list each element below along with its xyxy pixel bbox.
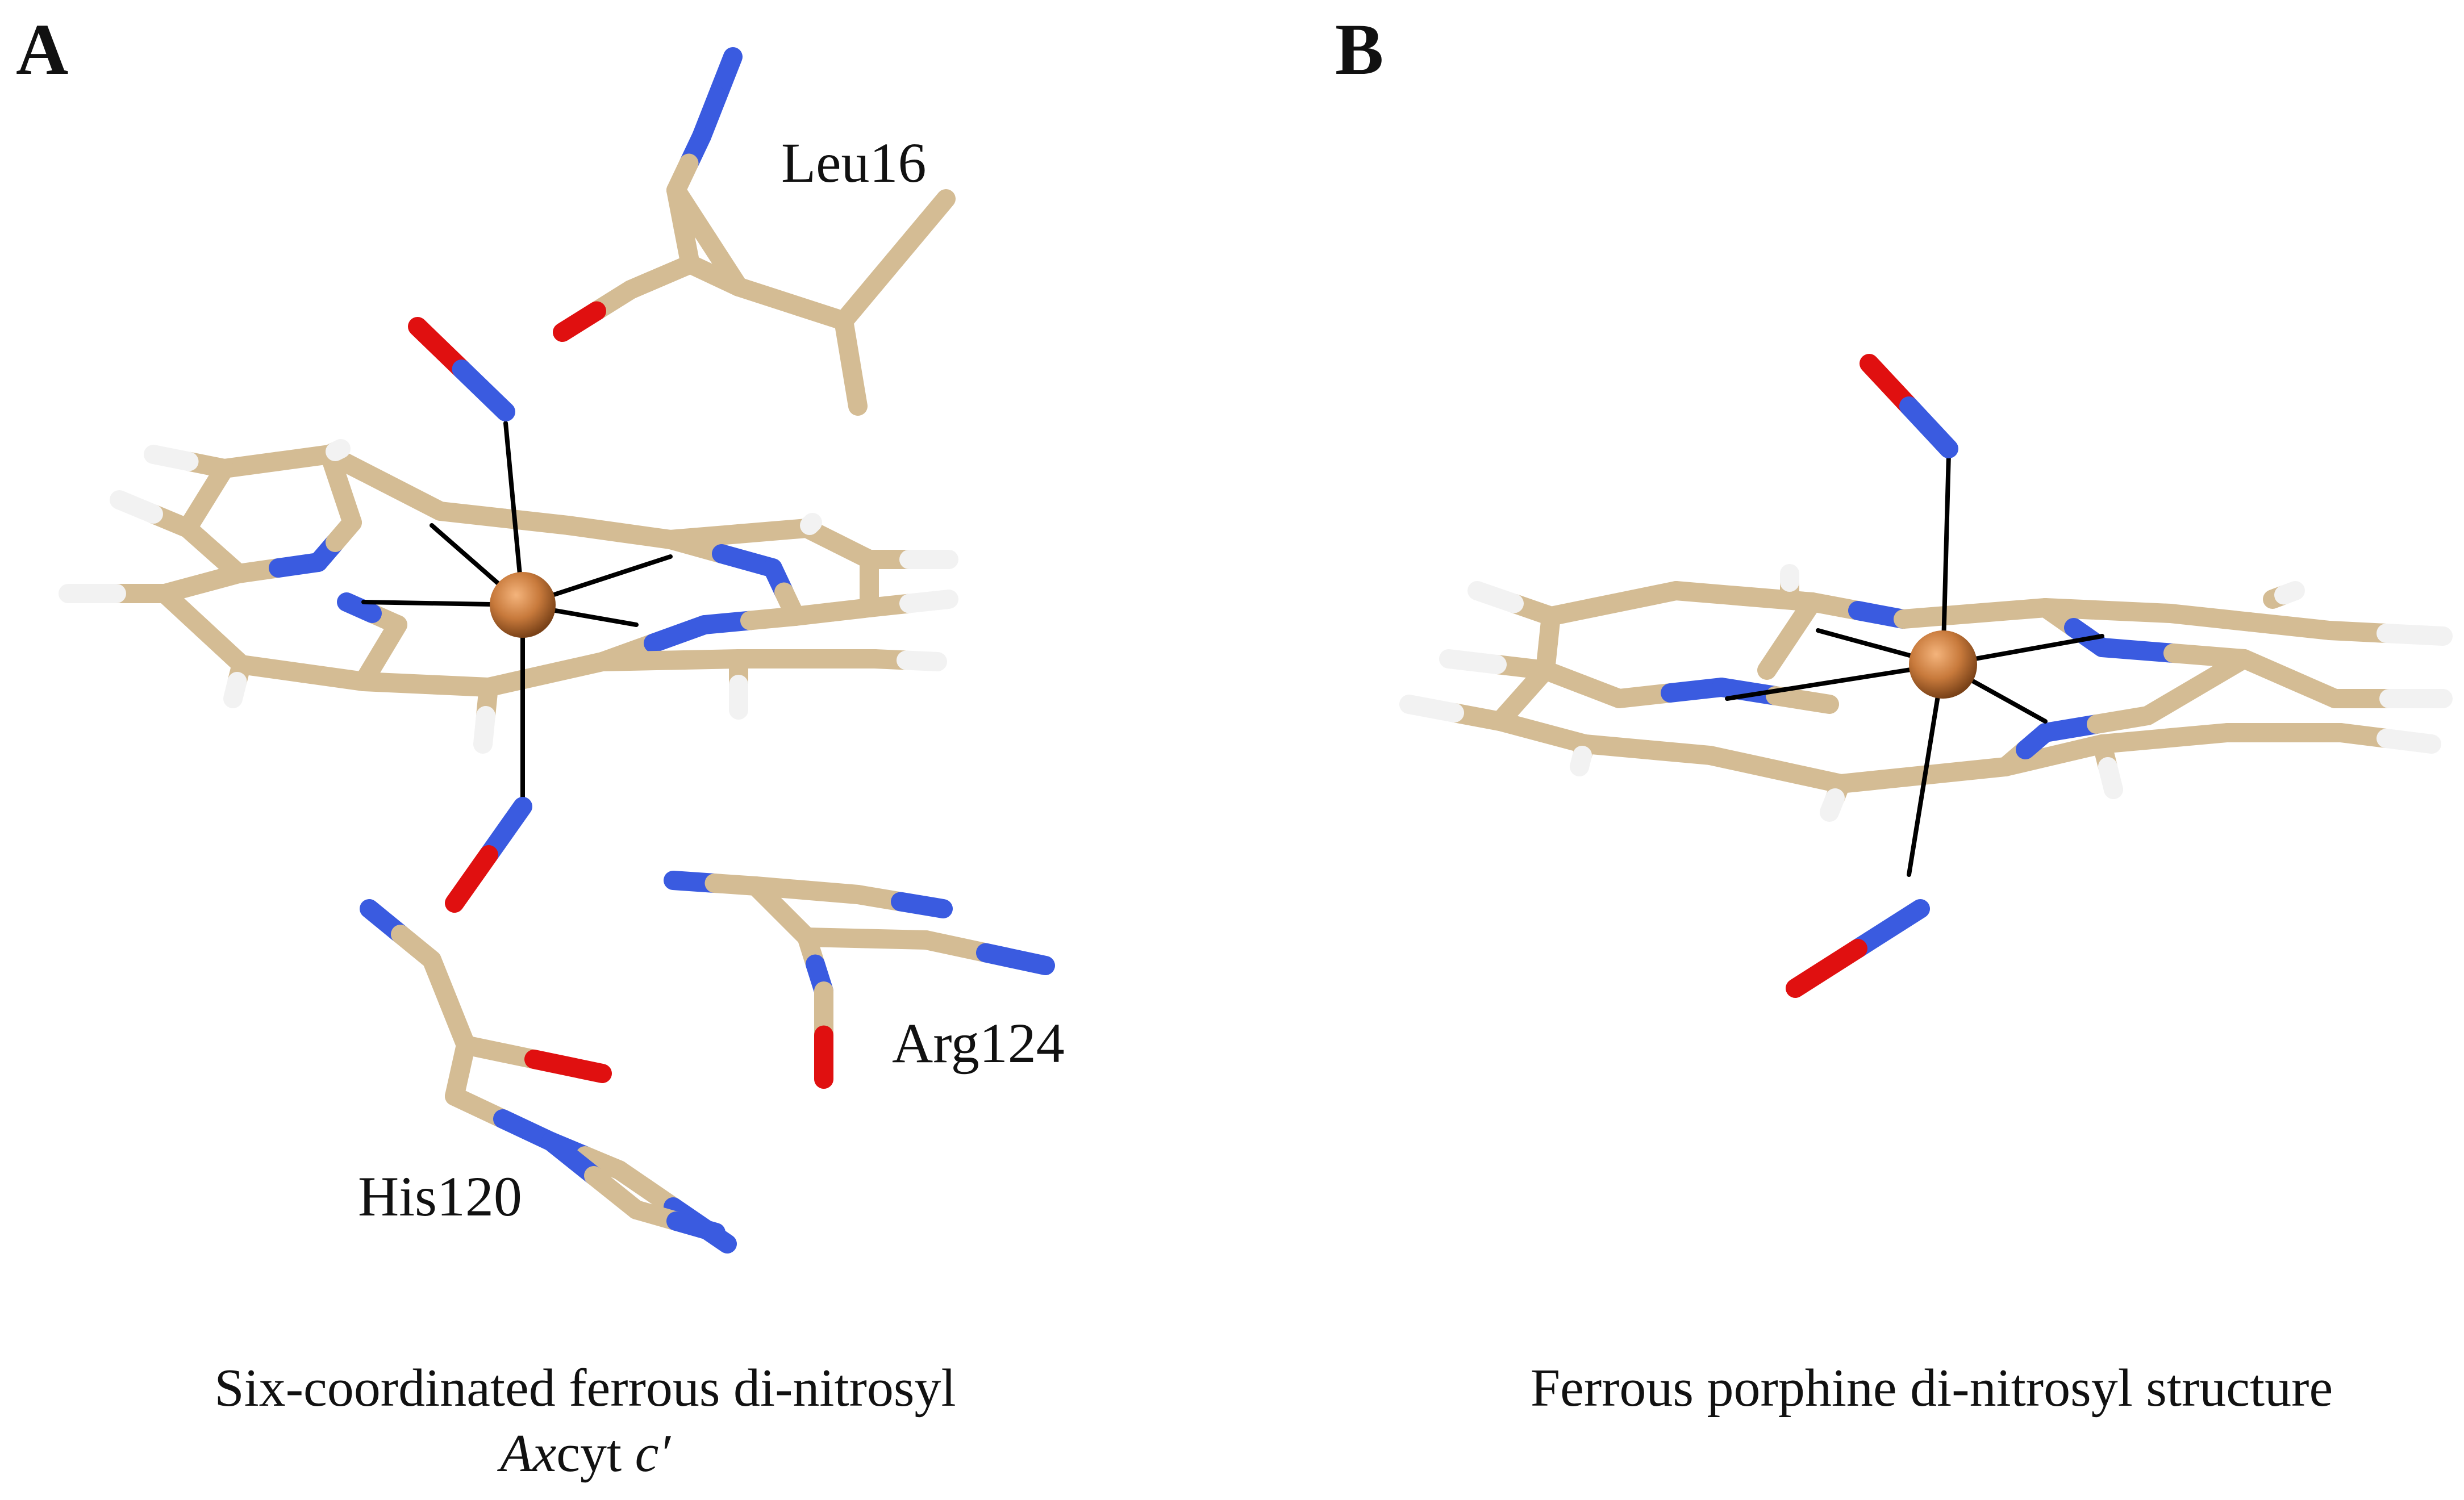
bond-stick <box>2161 604 2259 632</box>
bond-stick <box>1757 626 1799 680</box>
panel-b-molecule <box>1399 354 2453 998</box>
bond-stick <box>2274 581 2305 605</box>
bond-stick <box>729 519 816 544</box>
bond-stick <box>416 675 498 697</box>
coordination-bond <box>1941 452 1951 667</box>
bond-stick <box>1894 604 1984 629</box>
bond-stick <box>536 652 612 684</box>
bond-stick <box>2155 723 2237 748</box>
panel-b-caption: Ferrous porphine di-nitrosyl structure <box>1531 1359 2333 1418</box>
bond-stick <box>1467 581 1524 613</box>
bond-stick <box>1604 581 1686 613</box>
bond-stick <box>1913 757 2015 785</box>
bond-stick <box>2186 649 2254 697</box>
bond-stick <box>1638 740 1720 765</box>
bond-stick <box>1570 746 1592 776</box>
bond-stick <box>1831 766 1933 793</box>
bond-stick <box>293 663 373 691</box>
bond-stick <box>1766 686 1839 714</box>
iron-atom <box>490 572 556 638</box>
bond-stick <box>473 706 495 754</box>
leu16-bond <box>553 301 606 342</box>
arg124-bond <box>976 943 1055 975</box>
bond-stick <box>2377 729 2441 754</box>
bond-stick <box>337 592 382 623</box>
bond-stick <box>2377 624 2453 646</box>
bond-stick <box>899 590 958 613</box>
bond-stick <box>897 650 947 671</box>
no-ligand <box>1786 939 1867 998</box>
no-ligand <box>445 845 498 913</box>
bond-stick <box>1666 581 1754 606</box>
arg124-bond <box>857 929 936 950</box>
arg124-bond <box>891 892 953 918</box>
bond-stick <box>431 502 514 528</box>
bond-stick <box>1399 695 1464 722</box>
coordination-bond <box>1907 662 1945 877</box>
his120-bond <box>666 1211 726 1242</box>
no-ligand <box>479 797 532 864</box>
bond-stick <box>1439 649 1507 674</box>
panel-a-letter: A <box>16 9 68 90</box>
no-ligand <box>1860 354 1919 416</box>
leu16-bond <box>834 250 904 331</box>
bond-stick <box>223 672 247 708</box>
panel-b-letter: B <box>1335 9 1383 90</box>
bond-stick <box>2092 638 2183 663</box>
bond-stick <box>479 665 555 697</box>
no-ligand <box>452 360 515 421</box>
no-ligand <box>408 317 472 379</box>
no-ligand <box>1848 899 1930 958</box>
bond-stick <box>1700 746 1785 779</box>
his120-label: His120 <box>358 1165 522 1228</box>
iron-atom <box>1909 630 1977 699</box>
coordination-bond <box>1725 662 1945 701</box>
bond-stick <box>2098 757 2123 799</box>
bond-stick <box>1575 734 1657 759</box>
leu16-bond <box>841 354 868 416</box>
his120-bond <box>610 1160 683 1217</box>
bond-stick <box>326 439 351 461</box>
his120-bond <box>524 1050 612 1083</box>
bond-stick <box>1820 788 1845 822</box>
bond-stick <box>2092 729 2174 754</box>
panel-a-caption-line2: Axcyt c′ <box>497 1424 671 1483</box>
arg124-label: Arg124 <box>892 1012 1065 1075</box>
arg124-bond <box>916 930 995 963</box>
bond-stick <box>800 513 822 535</box>
bond-stick <box>1735 587 1822 612</box>
his120-bond <box>456 1035 544 1069</box>
bond-stick <box>593 650 680 671</box>
leu16-bond <box>698 229 748 296</box>
bond-stick <box>144 445 199 471</box>
bond-stick <box>2240 612 2339 640</box>
no-ligand <box>1899 396 1958 458</box>
panel-a-molecule <box>59 47 1055 1254</box>
leu16-bond <box>885 189 956 270</box>
bond-stick <box>110 490 163 524</box>
bond-stick <box>1541 594 1623 626</box>
leu16-label: Leu16 <box>781 131 926 194</box>
bond-stick <box>232 655 312 683</box>
bond-stick <box>740 607 805 630</box>
bond-stick <box>661 649 748 670</box>
bond-stick <box>375 473 450 521</box>
bond-stick <box>2098 601 2180 623</box>
bond-stick <box>1766 760 1850 793</box>
panel-a-caption: Six-coordinated ferrous di-nitrosyl <box>214 1359 956 1418</box>
bond-stick <box>1965 598 2055 623</box>
